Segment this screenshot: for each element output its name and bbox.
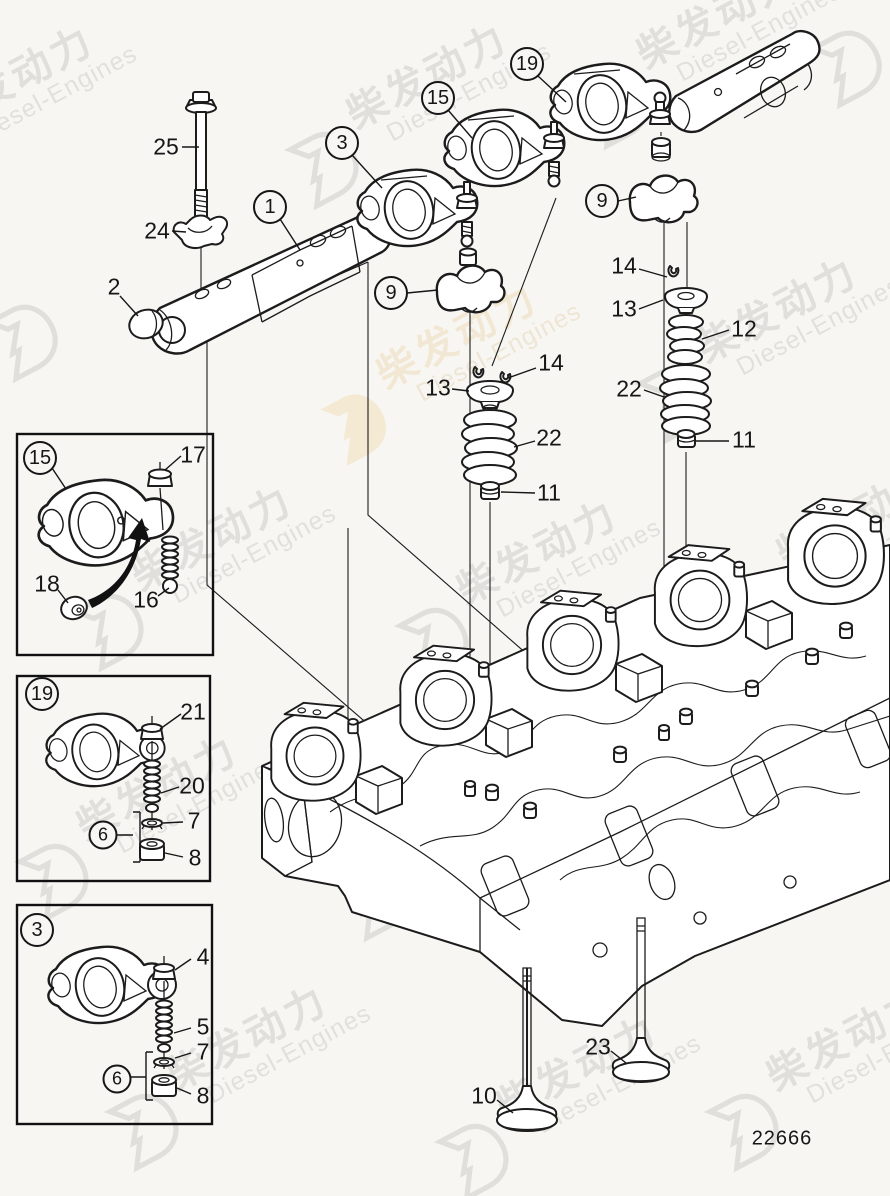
- callout-11-left: 11: [537, 479, 561, 506]
- outer-valve-spring-22: [659, 364, 712, 436]
- rocker-arm-detail: [45, 712, 166, 788]
- ball-seat-8: [151, 1074, 177, 1097]
- callout-25: 25: [153, 133, 179, 160]
- inset-title-3: 3: [20, 913, 54, 947]
- plug-18: [60, 595, 88, 621]
- socket-under-arm-3: [459, 247, 477, 266]
- rocker-shaft-section: [668, 30, 821, 134]
- callout-24: 24: [144, 217, 170, 244]
- callout-2: 2: [107, 273, 121, 300]
- callout-3: 3: [325, 126, 359, 160]
- valve-keeper: [499, 371, 512, 384]
- callout-17: 17: [180, 441, 206, 468]
- washer-7: [153, 1057, 175, 1069]
- drawing-number: 22666: [751, 1127, 813, 1150]
- shaft-plug-2: [128, 308, 164, 340]
- callout-8-a: 8: [188, 844, 202, 871]
- callout-9-left: 9: [374, 276, 408, 310]
- callout-23: 23: [585, 1033, 611, 1060]
- callout-9-right: 9: [585, 184, 619, 218]
- callout-5: 5: [196, 1013, 210, 1040]
- callout-18: 18: [34, 570, 60, 597]
- callout-7-a: 7: [187, 807, 201, 834]
- nut-4: [152, 956, 176, 1000]
- spring-retainer-13: [664, 287, 708, 314]
- inset-box-3: [15, 903, 214, 1126]
- shaft-bracket-9-left: [435, 264, 506, 314]
- valve-keeper: [667, 265, 680, 278]
- socket-under-arm-19: [651, 137, 671, 162]
- adjusting-screw-16: [161, 535, 179, 594]
- group-bracket-6: [116, 811, 141, 863]
- inset-box-19: [15, 674, 212, 883]
- adjusting-screw: [456, 181, 478, 248]
- callout-22-left: 22: [536, 424, 562, 451]
- valve-keeper: [472, 366, 485, 379]
- nut-17: [147, 462, 173, 531]
- callout-22-right: 22: [616, 375, 642, 402]
- valve-stem-seal-11: [480, 481, 500, 500]
- valve-guide-studs: [485, 621, 853, 819]
- callout-8-b: 8: [196, 1082, 210, 1109]
- rocker-arm-detail: [37, 478, 175, 567]
- callout-7-b: 7: [196, 1038, 210, 1065]
- callout-15: 15: [421, 81, 455, 115]
- valve-stack-left: [461, 366, 518, 500]
- adjusting-screw-5: [155, 999, 173, 1058]
- valve-stack-right: [659, 265, 712, 448]
- inset-title-15: 15: [23, 441, 57, 475]
- adjusting-screw-20: [143, 759, 161, 820]
- shaft-clamp-24: [172, 214, 228, 249]
- callout-11-right: 11: [732, 426, 756, 453]
- shaft-bolt-25: [185, 91, 217, 219]
- valve-23: [611, 917, 671, 1083]
- washer-7: [141, 818, 163, 830]
- inset-title-19: 19: [25, 677, 59, 711]
- callout-14-left: 14: [538, 349, 564, 376]
- valve-spring-22: [461, 409, 518, 486]
- rocker-arm-15: [443, 108, 566, 188]
- nut-21: [140, 716, 164, 760]
- callout-6-a: 6: [88, 820, 118, 850]
- inset-box-15: [15, 432, 215, 657]
- callout-13-right: 13: [611, 295, 637, 322]
- callout-4: 4: [196, 943, 210, 970]
- callout-12: 12: [731, 315, 757, 342]
- callout-20: 20: [179, 772, 205, 799]
- callout-19: 19: [510, 47, 544, 81]
- adjusting-screw: [543, 121, 565, 188]
- ball-seat-8: [139, 838, 165, 861]
- shaft-bracket-9-right: [628, 174, 699, 224]
- inner-valve-spring-12: [666, 314, 705, 365]
- callout-16: 16: [133, 586, 159, 613]
- rocker-shaft-1: [150, 213, 393, 355]
- rocker-arm-19: [549, 62, 672, 142]
- group-bracket-6: [130, 1051, 153, 1101]
- valve-stem-seal-11: [676, 429, 696, 448]
- callout-14-right: 14: [611, 252, 637, 279]
- callout-6-b: 6: [102, 1064, 132, 1094]
- callout-10: 10: [471, 1082, 497, 1109]
- rocker-arm-3: [356, 168, 479, 248]
- adjusting-screw: [649, 91, 671, 125]
- cylinder-head: [261, 497, 890, 1027]
- spring-retainer-13: [466, 380, 514, 412]
- callout-13-left: 13: [425, 374, 451, 401]
- callout-1: 1: [253, 190, 287, 224]
- callout-21: 21: [180, 698, 206, 725]
